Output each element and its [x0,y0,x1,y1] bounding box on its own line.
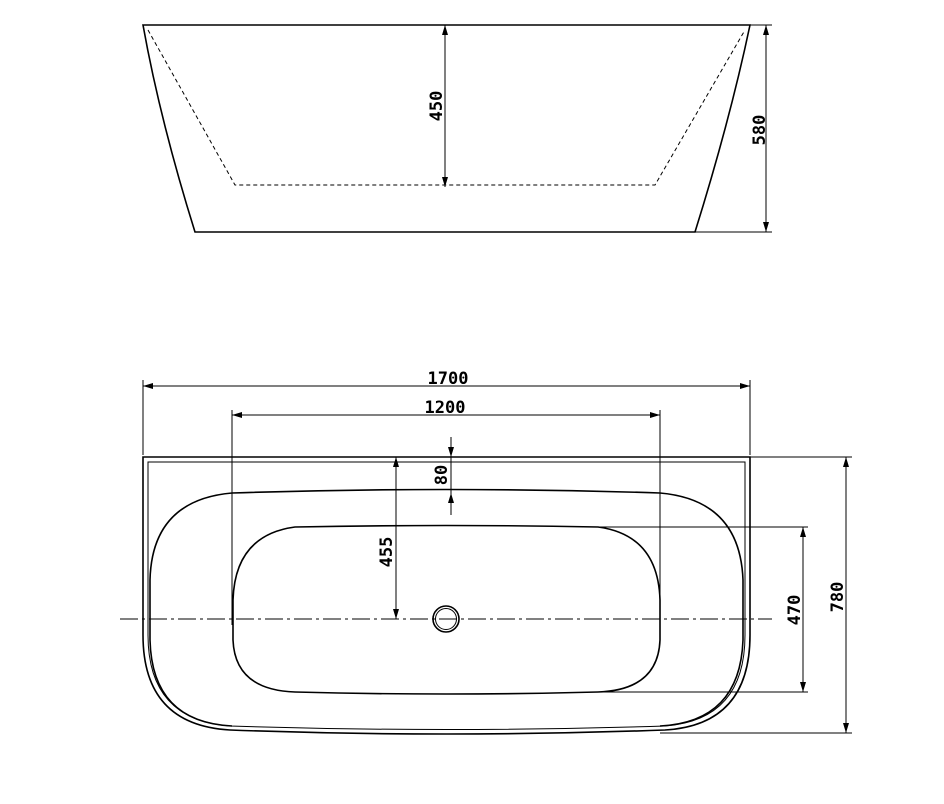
plan-view: 1700 1200 455 80 470 780 [120,369,852,735]
dim-label-80: 80 [432,465,452,485]
dim-label-780: 780 [828,582,848,613]
dim-label-580: 580 [750,115,770,146]
basin-outline [232,524,661,695]
dim-label-470: 470 [785,595,805,626]
drain-inner-ring [435,608,457,630]
side-view: 450 580 [142,24,772,233]
tub-outer-outline [142,456,751,735]
dim-label-455: 455 [377,537,397,568]
drain-icon [432,605,460,633]
dim-label-450: 450 [427,91,447,122]
tub-side-outline [142,24,751,233]
dim-label-1200: 1200 [425,398,466,418]
tub-outer-inner-line [147,461,746,730]
dim-label-1700: 1700 [428,369,469,389]
